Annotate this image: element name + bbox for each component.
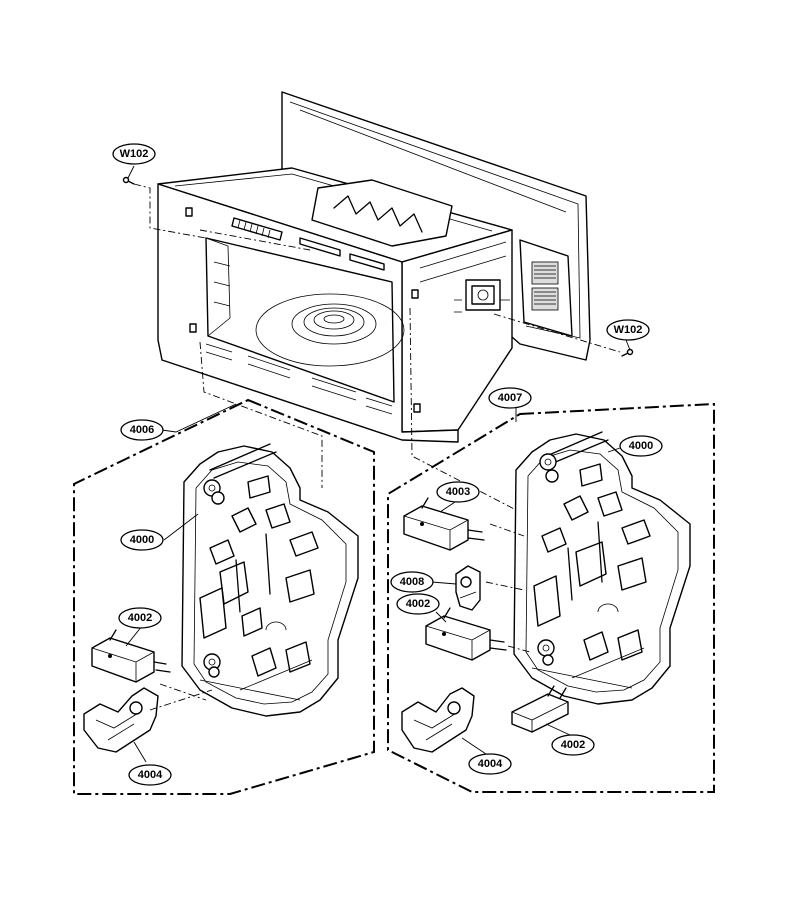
callout-w102-left: W102 <box>112 143 156 165</box>
callout-label: 4004 <box>478 758 503 770</box>
switch-holder-left <box>181 443 359 717</box>
callout-label: 4006 <box>130 424 154 436</box>
screw-w102-left <box>122 176 135 185</box>
bracket-4008 <box>455 565 481 611</box>
callout-4002-right-upper: 4002 <box>396 593 440 615</box>
micro-switch-4003 <box>403 497 485 551</box>
oven-cavity-assembly <box>157 91 591 443</box>
micro-switch-4002-right-upper <box>425 607 507 661</box>
switch-holder-right <box>513 431 691 705</box>
callout-label: 4008 <box>400 576 424 588</box>
micro-switch-4002-left <box>91 629 171 683</box>
callout-label: W102 <box>120 148 149 160</box>
actuator-lever-4004-left <box>83 687 159 753</box>
callout-4000-right: 4000 <box>619 435 663 457</box>
callout-w102-right: W102 <box>606 319 650 341</box>
callout-label: W102 <box>614 324 643 336</box>
cavity-opening <box>205 237 395 403</box>
group-4006-outline <box>73 398 375 795</box>
group-alignment-lines <box>149 523 531 711</box>
callout-4004-right: 4004 <box>468 753 512 775</box>
callout-label: 4004 <box>138 769 163 781</box>
callout-label: 4007 <box>498 392 522 404</box>
callout-label: 4002 <box>128 612 152 624</box>
callout-4002-right-lower: 4002 <box>551 734 595 756</box>
callout-4000-left: 4000 <box>120 529 164 551</box>
callout-4006: 4006 <box>120 419 164 441</box>
callout-label: 4002 <box>561 739 585 751</box>
alignment-lines <box>133 183 621 513</box>
side-motor <box>454 279 510 313</box>
group-4007-outline <box>387 402 715 793</box>
callout-4004-left: 4004 <box>128 764 172 786</box>
callout-4008: 4008 <box>390 571 434 593</box>
callout-label: 4003 <box>446 486 470 498</box>
callout-4007: 4007 <box>488 387 532 409</box>
callout-label: 4000 <box>629 440 653 452</box>
callout-label: 4000 <box>130 534 154 546</box>
callout-4003: 4003 <box>436 481 480 503</box>
vent-grille <box>531 261 559 311</box>
callout-4002-left: 4002 <box>118 607 162 629</box>
screw-w102-right <box>621 348 634 357</box>
actuator-lever-4004-right <box>401 687 475 753</box>
micro-switch-4002-right-lower <box>511 685 569 733</box>
turntable <box>255 293 405 367</box>
callout-label: 4002 <box>406 598 430 610</box>
